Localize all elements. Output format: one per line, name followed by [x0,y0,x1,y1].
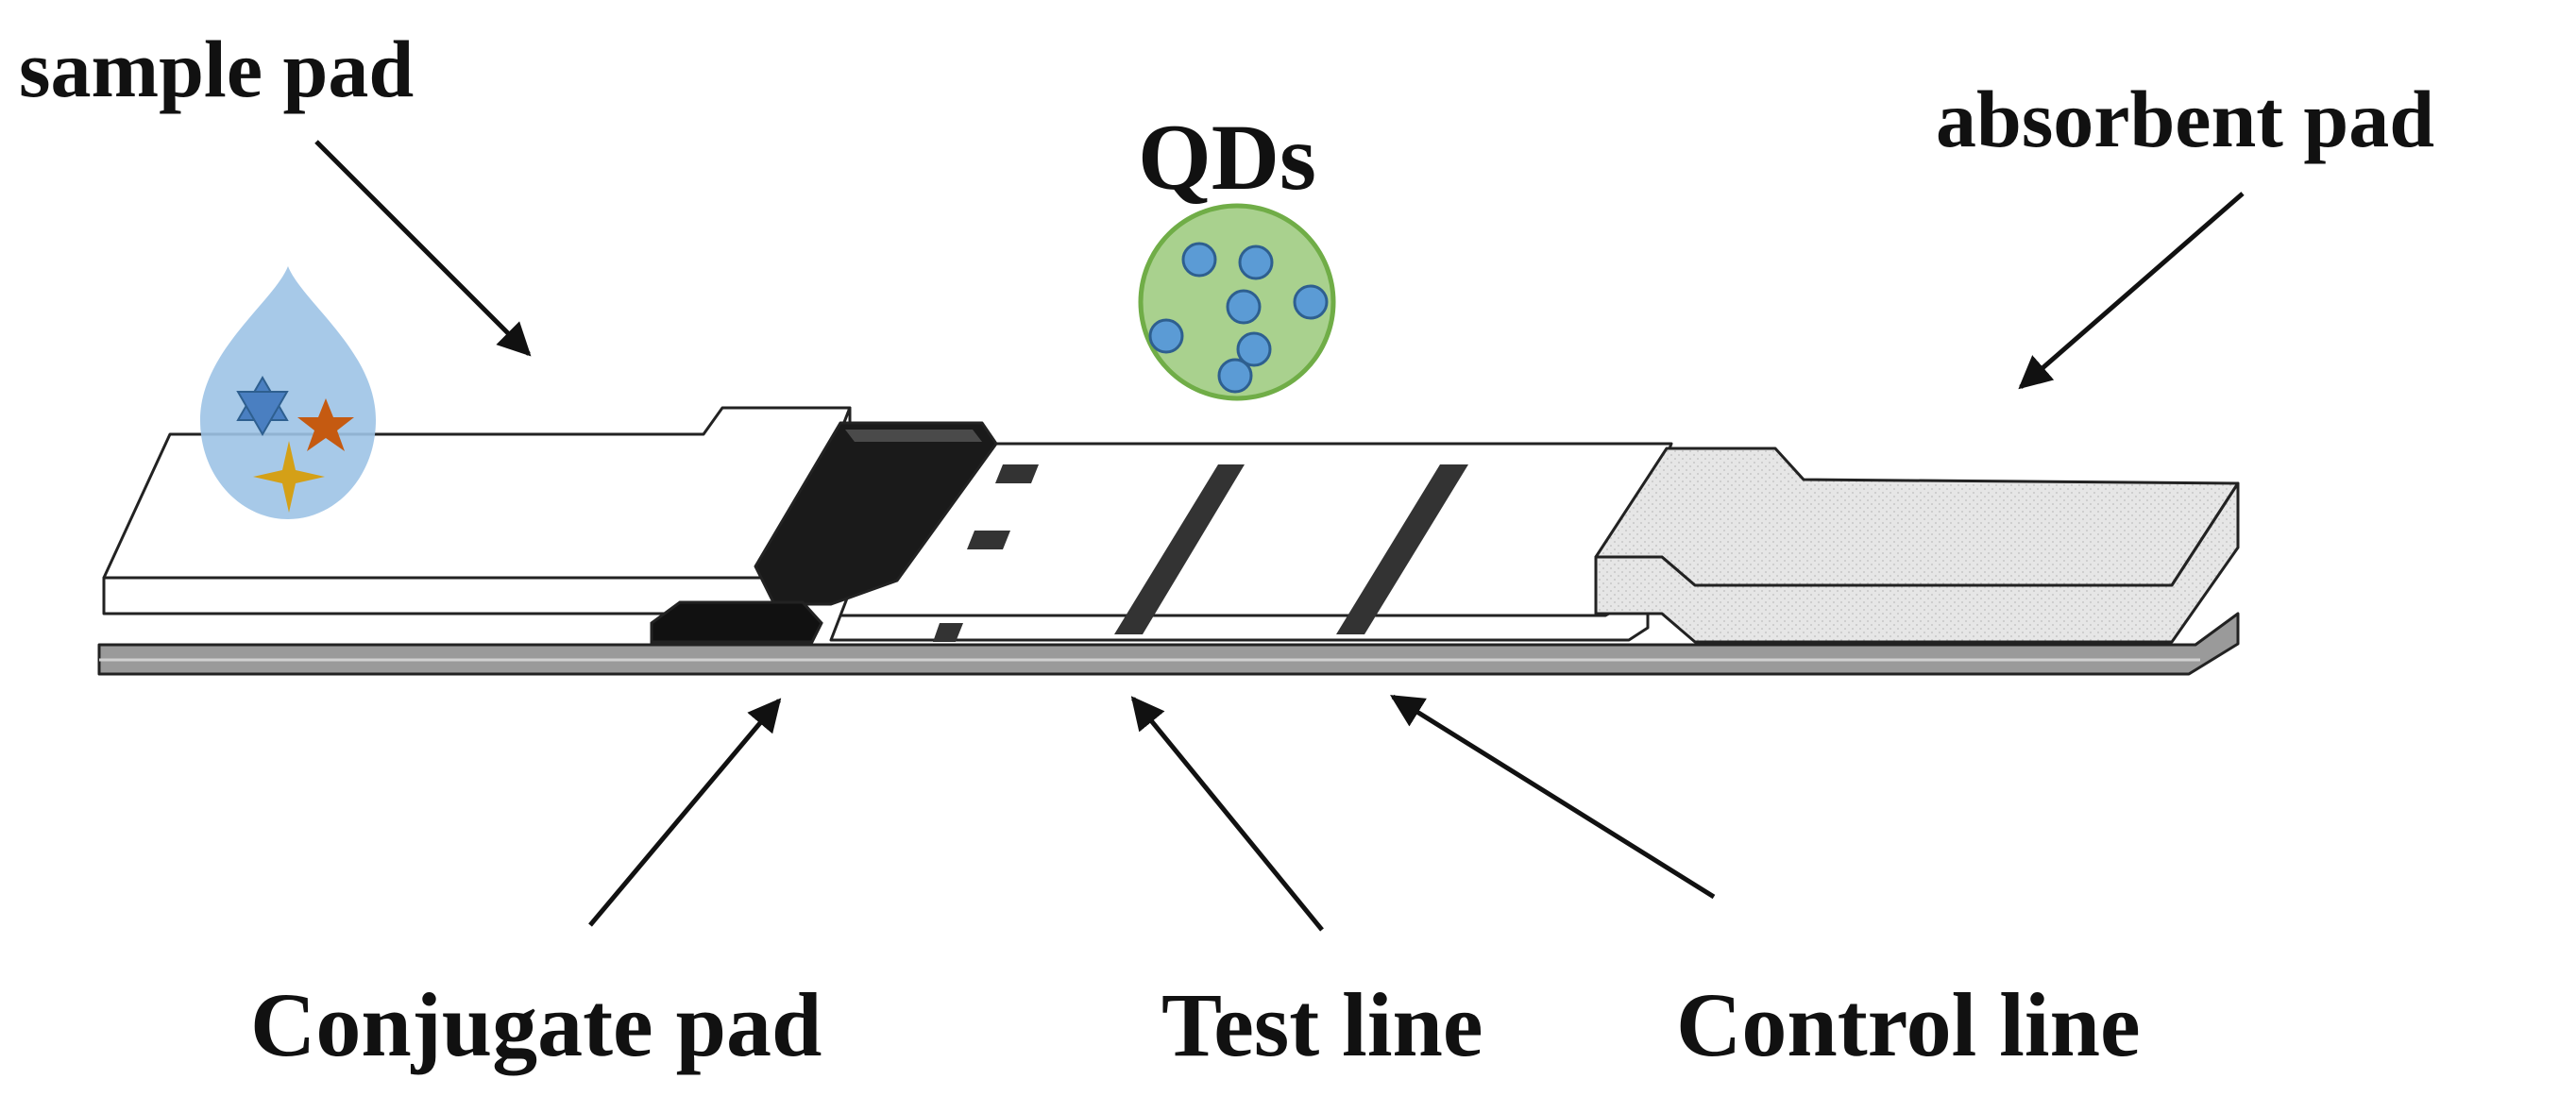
test-line-label: Test line [1161,974,1483,1075]
test-line-band [1114,464,1245,634]
water-drop-icon [200,266,376,519]
arrow-absorbent-pad [2018,192,2245,390]
arrows [314,140,2245,932]
qds-label: QDs [1138,105,1316,210]
blue-star-icon [236,376,289,436]
control-line-band [1336,464,1468,634]
arrow-conjugate-pad [588,698,782,927]
qd-dot [1226,289,1262,325]
control-line-label: Control line [1676,974,2141,1075]
conjugate-pad [650,421,998,644]
sample-pad-label: sample pad [19,24,414,114]
qd-dot [1181,242,1217,278]
qd-dot [1217,358,1253,394]
backing-card [97,612,2240,676]
arrow-test-line [1130,696,1324,932]
qd-dot [1293,284,1329,320]
conjugate-pad-label: Conjugate pad [250,974,822,1075]
arrow-control-line [1390,694,1716,900]
arrow-sample-pad [314,140,532,357]
membrane [829,442,1673,642]
absorbent-pad [1594,447,2240,644]
orange-star-icon [297,398,354,451]
dashed-marks [933,464,1039,642]
qd-dot [1148,318,1184,354]
quantum-dot-cluster-icon [1138,203,1336,401]
absorbent-pad-label: absorbent pad [1936,74,2434,164]
qd-dot [1238,245,1274,280]
gold-star-icon [253,441,325,513]
qd-dot [1236,331,1272,367]
